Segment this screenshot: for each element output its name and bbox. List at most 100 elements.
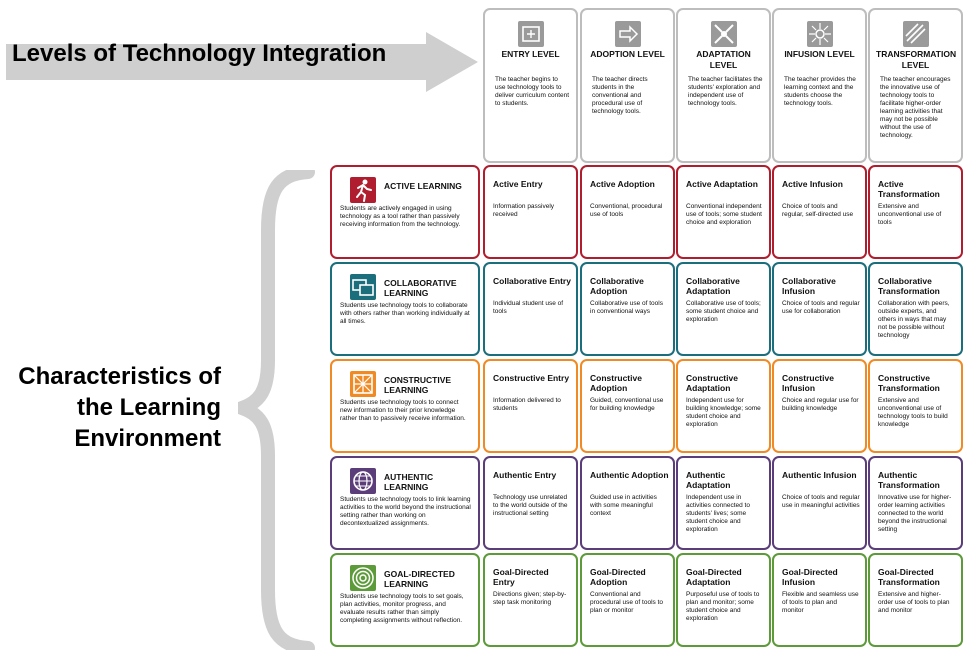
curly-brace-graphic — [238, 170, 315, 650]
cell-title: Goal-Directed Transformation — [878, 567, 940, 587]
cell-title: Goal-Directed Adaptation — [686, 567, 742, 587]
characteristic-goal-directed-learning: GOAL-DIRECTED LEARNING Students use techn… — [330, 553, 480, 647]
characteristic-name: GOAL-DIRECTED LEARNING — [384, 569, 455, 589]
cell-title: Collaborative Transformation — [878, 276, 940, 296]
level-name: INFUSION LEVEL — [784, 49, 855, 59]
characteristic-description: Students use technology tools to set goa… — [340, 593, 464, 624]
cell-description: Collaboration with peers, outside expert… — [878, 300, 950, 339]
characteristic-constructive-learning: CONSTRUCTIVE LEARNING Students use techno… — [330, 359, 480, 453]
level-description: The teacher encourages the innovative us… — [880, 76, 951, 139]
characteristic-description: Students use technology tools to link le… — [340, 496, 471, 527]
level-header-adoption-level: ADOPTION LEVEL The teacher directs studen… — [580, 8, 675, 163]
cell-description: Choice and regular use for building know… — [782, 397, 859, 412]
characteristic-name: CONSTRUCTIVE LEARNING — [384, 375, 452, 395]
scaffold-icon — [350, 371, 376, 397]
cell-description: Guided, conventional use for building kn… — [590, 397, 664, 412]
cell-description: Flexible and seamless use of tools to pl… — [782, 591, 859, 614]
cell-title: Goal-Directed Adoption — [590, 567, 646, 587]
cell-title: Authentic Transformation — [878, 470, 940, 490]
cell-description: Collaborative use of tools in convention… — [590, 300, 663, 315]
entry-icon — [517, 21, 544, 47]
running-person-icon — [350, 177, 376, 203]
cell-title: Constructive Infusion — [782, 373, 834, 393]
cell-description: Purposeful use of tools to plan and moni… — [686, 591, 760, 622]
cell-title: Collaborative Entry — [493, 276, 571, 286]
cell-title: Authentic Infusion — [782, 470, 857, 480]
cell-description: Guided use in activities with some meani… — [590, 494, 657, 517]
cell-description: Individual student use of tools — [493, 300, 564, 315]
level-name: TRANSFORMATION LEVEL — [876, 49, 957, 70]
cell-title: Constructive Transformation — [878, 373, 940, 393]
cell-description: Technology use unrelated to the world ou… — [493, 494, 568, 517]
cell-title: Constructive Adoption — [590, 373, 642, 393]
level-header-transformation-level: TRANSFORMATION LEVEL The teacher encourag… — [868, 8, 963, 163]
cell-description: Conventional, procedural use of tools — [590, 203, 663, 218]
cell-title: Active Transformation — [878, 179, 940, 199]
cell-description: Independent use in activities connected … — [686, 494, 750, 533]
cell-description: Innovative use for higher-order learning… — [878, 494, 952, 533]
cell-title: Constructive Adaptation — [686, 373, 738, 393]
screens-icon — [350, 274, 376, 300]
adaptation-icon — [710, 21, 737, 47]
cell-title: Collaborative Adoption — [590, 276, 644, 296]
cell-description: Conventional and procedural use of tools… — [590, 591, 663, 614]
cell-description: Extensive and unconventional use of tech… — [878, 397, 948, 428]
characteristic-description: Students use technology tools to connect… — [340, 399, 466, 422]
cell-description: Extensive and higher-order use of tools … — [878, 591, 950, 614]
cell-description: Directions given; step-by-step task moni… — [493, 591, 567, 606]
characteristic-active-learning: ACTIVE LEARNING Students are actively eng… — [330, 165, 480, 259]
level-name: ADOPTION LEVEL — [590, 49, 665, 59]
level-name: ENTRY LEVEL — [501, 49, 560, 59]
cell-description: Independent use for building knowledge; … — [686, 397, 761, 428]
level-description: The teacher provides the learning contex… — [784, 76, 856, 107]
cell-title: Constructive Entry — [493, 373, 570, 383]
cell-title: Authentic Adaptation — [686, 470, 731, 490]
infusion-icon — [806, 21, 833, 47]
cell-title: Active Adaptation — [686, 179, 758, 189]
cell-description: Choice of tools and regular use in meani… — [782, 494, 860, 509]
characteristic-name: COLLABORATIVE LEARNING — [384, 278, 457, 298]
cell-title: Goal-Directed Entry — [493, 567, 549, 587]
cell-description: Information delivered to students — [493, 397, 561, 412]
cell-title: Authentic Adoption — [590, 470, 669, 480]
levels-title: Levels of Technology Integration — [12, 40, 387, 67]
target-icon — [350, 565, 376, 591]
cell-title: Collaborative Adaptation — [686, 276, 740, 296]
characteristic-name: ACTIVE LEARNING — [384, 181, 462, 191]
right-arrow-graphic — [6, 32, 478, 92]
cell-description: Choice of tools and regular use for coll… — [782, 300, 860, 315]
cell-title: Collaborative Infusion — [782, 276, 836, 296]
characteristic-name: AUTHENTIC LEARNING — [384, 472, 434, 492]
cell-description: Information passively received — [493, 203, 555, 218]
globe-icon — [350, 468, 376, 494]
cell-description: Choice of tools and regular, self-direct… — [782, 203, 854, 218]
characteristic-description: Students are actively engaged in using t… — [340, 205, 461, 228]
cell-description: Conventional independent use of tools; s… — [686, 203, 762, 226]
level-description: The teacher directs students in the conv… — [592, 76, 648, 115]
cell-title: Active Infusion — [782, 179, 843, 189]
level-header-infusion-level: INFUSION LEVEL The teacher provides the l… — [772, 8, 867, 163]
